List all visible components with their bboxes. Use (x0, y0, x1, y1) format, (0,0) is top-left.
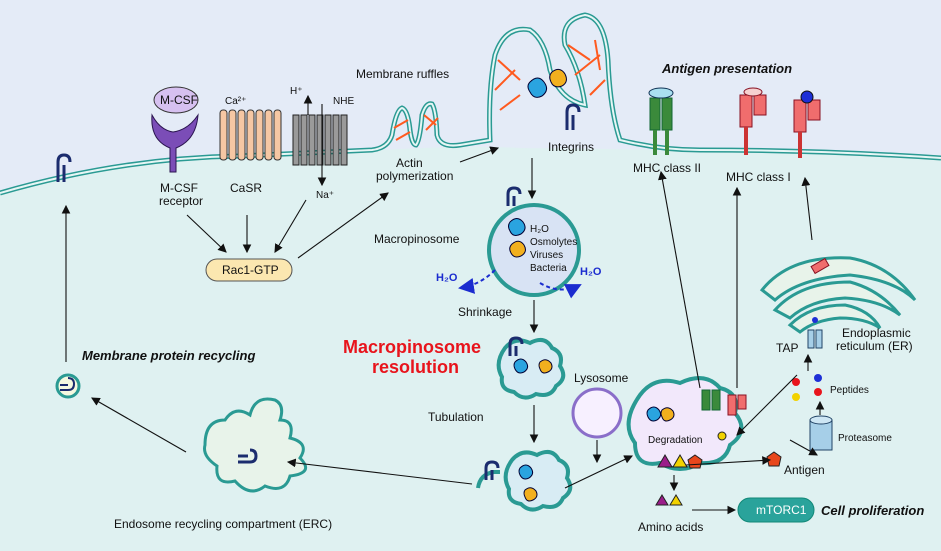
casr-receptor (219, 109, 282, 161)
label-macropinosome: Macropinosome (374, 232, 460, 246)
label-proteasome: Proteasome (838, 433, 892, 444)
label-antigen: Antigen (784, 463, 825, 477)
mcsf-ligand (153, 86, 199, 114)
degradation-compartment (626, 376, 744, 471)
label-mcsf-receptor-1: M-CSF (160, 181, 198, 195)
label-casr: CaSR (230, 181, 262, 195)
bacteria-particle (549, 68, 567, 88)
label-tap: TAP (776, 341, 798, 355)
label-er-1: Endoplasmic (842, 326, 911, 340)
label-antigen-presentation: Antigen presentation (661, 61, 792, 76)
tubulated-macropinosome (503, 449, 573, 512)
label-mcsf-receptor-2: receptor (159, 194, 203, 208)
lysosome (571, 387, 623, 439)
label-bacteria: Bacteria (530, 263, 567, 274)
label-membrane-ruffles: Membrane ruffles (356, 67, 449, 81)
endosome-recycling-compartment (203, 397, 308, 493)
label-mtorc1: mTORC1 (756, 503, 807, 517)
mtorc1-box (737, 497, 815, 523)
rac1-gtp-box (205, 258, 293, 282)
label-shrinkage: Shrinkage (458, 305, 512, 319)
label-erc: Endosome recycling compartment (ERC) (114, 517, 332, 531)
label-cell-proliferation: Cell proliferation (821, 503, 924, 518)
label-amino-acids: Amino acids (638, 520, 703, 534)
label-viruses: Viruses (530, 250, 563, 261)
label-actin-2: polymerization (376, 169, 453, 183)
shrunk-macropinosome (496, 337, 566, 400)
endoplasmic-reticulum (759, 256, 917, 334)
actin-filaments (393, 39, 606, 141)
label-lysosome: Lysosome (574, 371, 629, 385)
label-peptides: Peptides (830, 385, 869, 396)
label-h2o-right: H₂O (580, 266, 602, 278)
mhc-class-i-left (739, 87, 767, 155)
recycled-receptor (56, 153, 72, 182)
label-er-2: reticulum (ER) (836, 339, 913, 353)
label-actin-1: Actin (396, 156, 423, 170)
label-h2o-inside: H₂O (530, 224, 549, 235)
label-mhc1: MHC class I (726, 170, 791, 184)
label-ca: Ca²⁺ (225, 96, 246, 107)
label-degradation: Degradation (648, 435, 702, 446)
label-h: H⁺ (290, 86, 303, 97)
mcsf-receptor (151, 113, 199, 173)
label-membrane-recycling: Membrane protein recycling (82, 348, 255, 363)
label-rac1: Rac1-GTP (222, 263, 279, 277)
label-resolution-2: resolution (372, 357, 459, 377)
label-mcsf: M-CSF (160, 93, 198, 107)
label-h2o-left: H₂O (436, 272, 458, 284)
virus-particle (527, 77, 548, 98)
nhe-exchanger (292, 114, 348, 166)
label-nhe: NHE (333, 96, 354, 107)
label-na: Na⁺ (316, 190, 334, 201)
integrin-receptor (565, 103, 581, 130)
mhc-class-ii (648, 87, 674, 155)
tap-transporter (807, 317, 823, 349)
label-resolution-1: Macropinosome (343, 337, 481, 357)
label-osmolytes: Osmolytes (530, 237, 577, 248)
label-tubulation: Tubulation (428, 410, 484, 424)
label-integrins: Integrins (548, 140, 594, 154)
mhc-class-i-right (793, 90, 821, 158)
label-mhc2: MHC class II (633, 161, 701, 175)
